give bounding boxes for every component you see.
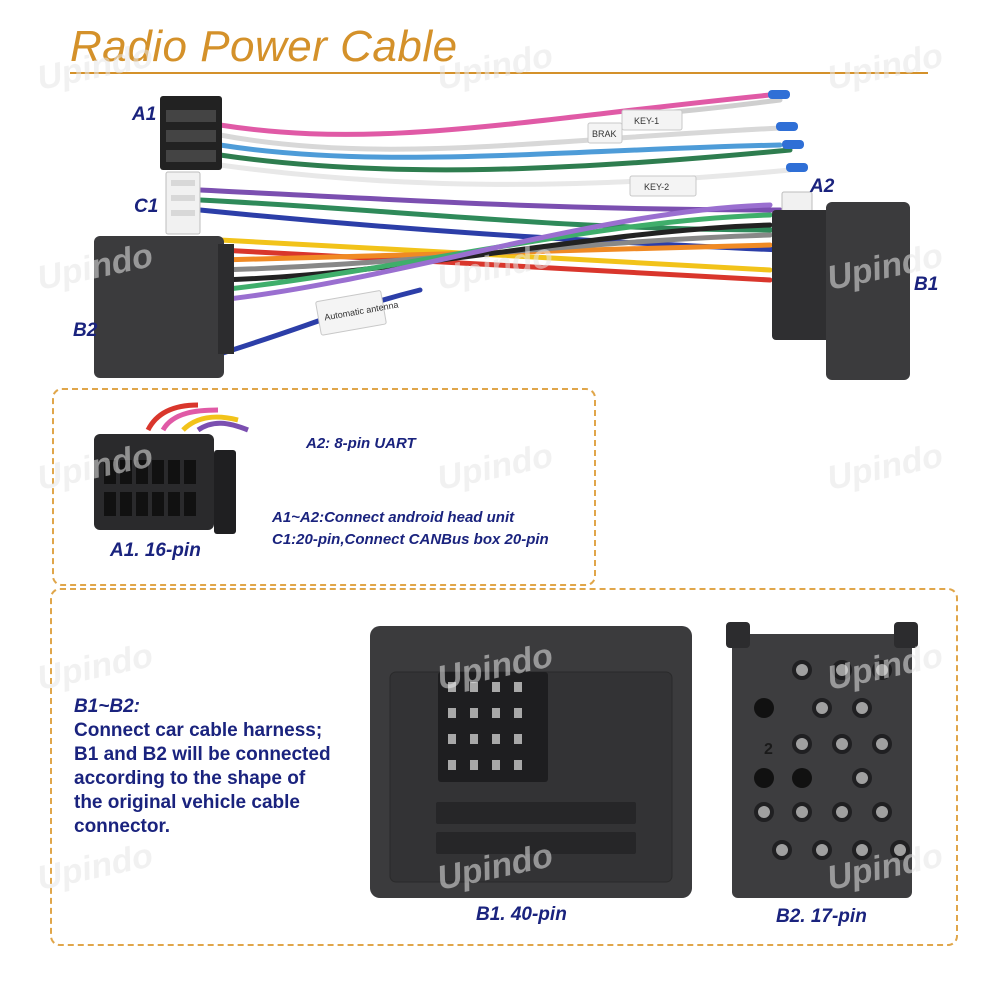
harness-illustration: BRAK KEY-1 KEY-2 Automatic antenna: [94, 90, 910, 380]
page-title: Radio Power Cable: [70, 22, 458, 71]
watermark-text: Upindo: [824, 436, 946, 498]
connector-line: according to the shape of: [74, 768, 306, 789]
a1-connector: [160, 96, 222, 170]
c1-note: C1:20-pin,Connect CANBus box 20-pin: [272, 531, 549, 548]
b1-40pin-illustration: [370, 626, 692, 898]
tag-key2: KEY-2: [644, 182, 669, 192]
a1a2-note: A1~A2:Connect android head unit: [272, 509, 515, 526]
b2-connector: [94, 236, 234, 378]
b2-mark: 2: [764, 741, 773, 758]
label-b2: B2: [73, 320, 98, 341]
connector-line: connector.: [74, 816, 171, 837]
connector-line: Connect car cable harness;: [74, 720, 323, 741]
info-box: [52, 388, 596, 586]
connector-heading: B1~B2:: [74, 696, 140, 717]
tag-key1: KEY-1: [634, 116, 659, 126]
label-a1: A1: [132, 104, 157, 125]
connector-line: the original vehicle cable: [74, 792, 300, 813]
a1-caption: A1. 16-pin: [110, 540, 201, 561]
connector-line: B1 and B2 will be connected: [74, 744, 331, 765]
b1-caption: B1. 40-pin: [476, 904, 567, 925]
title-underline: [70, 72, 928, 74]
label-a2: A2: [810, 176, 835, 197]
connector-box: [50, 588, 958, 946]
a1-16pin-illustration: [94, 402, 249, 534]
b2-caption: B2. 17-pin: [776, 906, 867, 927]
tag-brak: BRAK: [592, 129, 617, 139]
label-b1: B1: [914, 274, 939, 295]
label-c1: C1: [134, 196, 159, 217]
b2-17pin-illustration: 2: [726, 622, 918, 898]
b1-connector: [772, 202, 910, 380]
a2-note: A2: 8-pin UART: [306, 435, 416, 452]
connector-description: B1~B2: Connect car cable harness; B1 and…: [74, 695, 364, 839]
c1-connector: [165, 171, 201, 235]
wire-bundle: [197, 92, 793, 363]
wire-tags: [315, 109, 697, 336]
